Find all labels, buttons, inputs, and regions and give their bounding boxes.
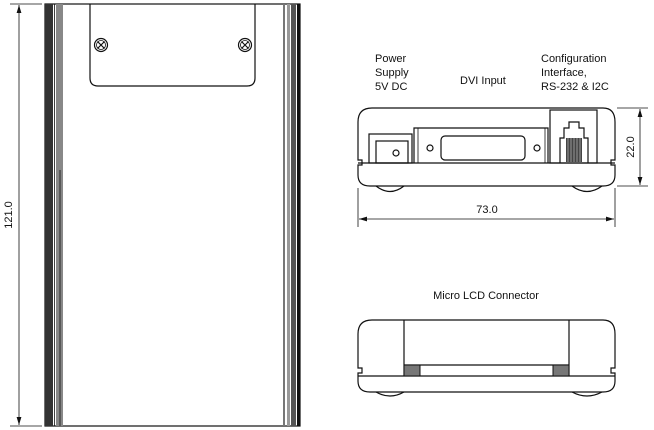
top-view: 121.0 bbox=[3, 3, 301, 427]
connector-block bbox=[403, 364, 421, 377]
power-label-line2: Supply bbox=[375, 67, 409, 79]
foot bbox=[375, 391, 405, 397]
front-view: Power Supply 5V DC DVI Input Configurati… bbox=[357, 53, 648, 227]
right-edge-stripe bbox=[297, 4, 300, 426]
power-jack bbox=[368, 133, 413, 164]
config-label-line2: Interface, bbox=[541, 67, 587, 79]
config-label-line1: Configuration bbox=[541, 53, 606, 65]
foot bbox=[571, 185, 603, 193]
dvi-input-label: DVI Input bbox=[460, 75, 506, 87]
enclosure-front bbox=[357, 107, 616, 187]
screw-icon bbox=[237, 37, 253, 53]
enclosure-rear bbox=[357, 319, 616, 393]
power-label-line1: Power bbox=[375, 53, 407, 65]
foot bbox=[375, 185, 405, 193]
right-edge-stripe bbox=[283, 4, 285, 426]
power-label-line3: 5V DC bbox=[375, 81, 407, 93]
right-edge-stripe bbox=[291, 4, 296, 426]
rear-view: Micro LCD Connector bbox=[357, 290, 616, 397]
height-dimension-label: 121.0 bbox=[3, 201, 15, 229]
left-edge-stripe bbox=[56, 4, 63, 426]
micro-lcd-connector-label: Micro LCD Connector bbox=[433, 290, 539, 302]
width-dimension-label: 73.0 bbox=[476, 204, 497, 216]
depth-dimension-label: 22.0 bbox=[625, 136, 637, 157]
dvi-connector bbox=[413, 127, 549, 163]
connector-block bbox=[552, 364, 570, 377]
rj-connector bbox=[549, 109, 598, 164]
enclosure-body bbox=[44, 3, 301, 427]
foot bbox=[571, 391, 603, 397]
cover-plate bbox=[89, 4, 256, 87]
right-edge-stripe bbox=[287, 4, 290, 426]
left-edge-stripe bbox=[45, 4, 53, 426]
screw-icon bbox=[93, 37, 109, 53]
config-label-line3: RS-232 & I2C bbox=[541, 81, 609, 93]
